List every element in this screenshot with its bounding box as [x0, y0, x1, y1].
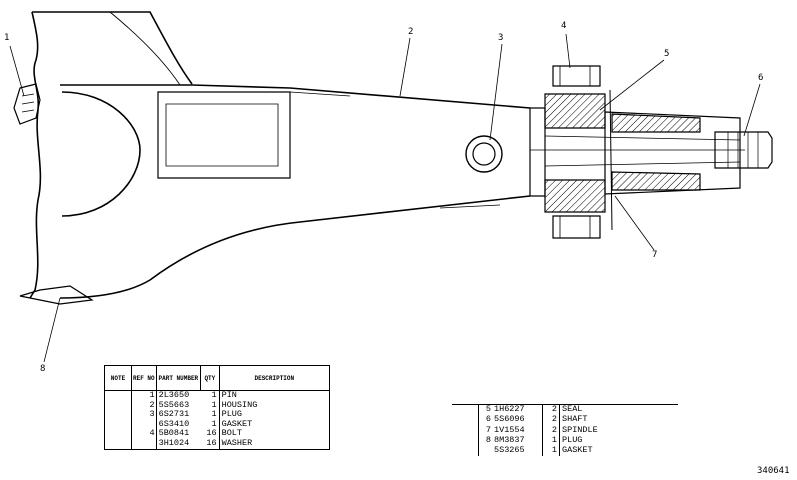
callout-3: 3: [498, 33, 504, 43]
cell-ref: 8: [485, 434, 491, 445]
cell-desc: SPINDLE: [562, 424, 598, 435]
cell-note: [104, 419, 132, 430]
plug-3: [465, 135, 503, 173]
cell-note: [104, 429, 132, 439]
cell-ref: 4: [131, 429, 157, 439]
table-row: 5S3265 1 GASKET: [452, 445, 678, 456]
table-row: 2 5S5663 1 HOUSING: [104, 399, 330, 411]
figure-number: 340641: [757, 466, 790, 476]
cell-desc: PIN: [221, 390, 237, 400]
cell-note: [104, 400, 132, 411]
cell-qty: 1: [200, 419, 220, 430]
cell-part: 1V1554: [492, 425, 543, 436]
parts-table-right: 5 1H6227 2 SEAL 6 5S6096 2 SHAFT 7 1V155…: [452, 404, 678, 456]
cell-ref: 2: [131, 400, 157, 411]
table-row: 8 8M3837 1 PLUG: [452, 434, 678, 446]
cell-qty: 1: [200, 410, 220, 420]
table-row: 6S3410 1 GASKET: [104, 418, 330, 430]
header-qty: QTY: [200, 365, 220, 391]
cell-qty: 2: [542, 415, 560, 426]
header-part-number: PART NUMBER: [155, 365, 202, 391]
cell-part: 2L3650: [158, 390, 190, 400]
cell-ref: 3: [131, 410, 157, 420]
callout-6: 6: [758, 73, 764, 83]
cell-qty: 2: [542, 404, 560, 416]
cell-part: 8M3837: [492, 435, 543, 446]
cell-desc: PLUG: [221, 409, 243, 420]
cell-ref: 6: [485, 414, 491, 425]
cell-part: 5S3265: [492, 445, 543, 456]
cell-part: 6S2731: [158, 409, 190, 420]
cell-desc: WASHER: [221, 437, 253, 448]
cell-note: [452, 425, 479, 436]
cell-desc: PLUG: [562, 434, 583, 445]
cell-note: [452, 404, 479, 416]
cell-part: 5B0841: [158, 428, 190, 439]
table-header-row: NOTE REF NO PART NUMBER QTY DESCRIPTION: [104, 365, 331, 391]
cell-desc: BOLT: [221, 428, 243, 439]
header-ref-no: REF NO: [131, 365, 157, 391]
header-note: NOTE: [104, 365, 132, 391]
cell-ref: 7: [485, 424, 491, 435]
cell-note: [104, 410, 132, 420]
cell-part: 1H6227: [492, 404, 543, 416]
leader-lines: [9, 33, 761, 363]
parts-table-left: NOTE REF NO PART NUMBER QTY DESCRIPTION …: [104, 365, 331, 450]
pin-1: [13, 83, 41, 125]
table-row: 6 5S6096 2 SHAFT: [452, 414, 678, 426]
cell-part: 6S3410: [158, 418, 190, 429]
cell-note: [452, 415, 479, 426]
cell-qty: 1: [200, 400, 220, 411]
cell-desc: GASKET: [221, 418, 253, 429]
cell-ref: [131, 419, 157, 430]
cell-part: 3H1024: [158, 437, 190, 448]
cell-ref: [131, 438, 157, 450]
cell-ref: 1: [131, 390, 157, 401]
callout-5: 5: [664, 49, 670, 59]
callout-1: 1: [4, 33, 10, 43]
table-row: 7 1V1554 2 SPINDLE: [452, 424, 678, 436]
cell-desc: HOUSING: [221, 399, 258, 410]
cell-qty: 16: [200, 438, 220, 450]
cell-part: 5S5663: [158, 399, 190, 410]
cell-ref: [479, 446, 493, 456]
cell-note: [104, 390, 132, 401]
cell-qty: 1: [542, 445, 560, 456]
cell-desc: SHAFT: [562, 414, 588, 425]
cell-part: 5S6096: [492, 415, 543, 426]
callout-4: 4: [561, 21, 567, 31]
cell-ref: 5: [485, 404, 491, 415]
cell-qty: 16: [200, 429, 220, 439]
header-description: DESCRIPTION: [218, 365, 331, 391]
callout-8: 8: [40, 364, 46, 374]
table-row: 1 2L3650 1 PIN: [104, 390, 330, 401]
table-row: 3 6S2731 1 PLUG: [104, 409, 330, 420]
cell-desc: GASKET: [562, 445, 593, 456]
table-row: 4 5B0841 16 BOLT: [104, 428, 330, 439]
cell-desc: SEAL: [562, 404, 583, 415]
cell-qty: 2: [542, 425, 560, 436]
cell-note: [452, 445, 479, 456]
cell-qty: 1: [542, 435, 560, 446]
cell-note: [104, 438, 132, 450]
cell-note: [452, 435, 479, 446]
callout-2: 2: [408, 27, 414, 37]
table-row: 3H1024 16 WASHER: [104, 437, 330, 450]
table-row: 5 1H6227 2 SEAL: [452, 404, 678, 416]
housing-outline: [19, 11, 531, 305]
cell-qty: 1: [200, 390, 220, 401]
callout-7: 7: [652, 250, 658, 260]
spindle-assembly: [529, 65, 773, 239]
